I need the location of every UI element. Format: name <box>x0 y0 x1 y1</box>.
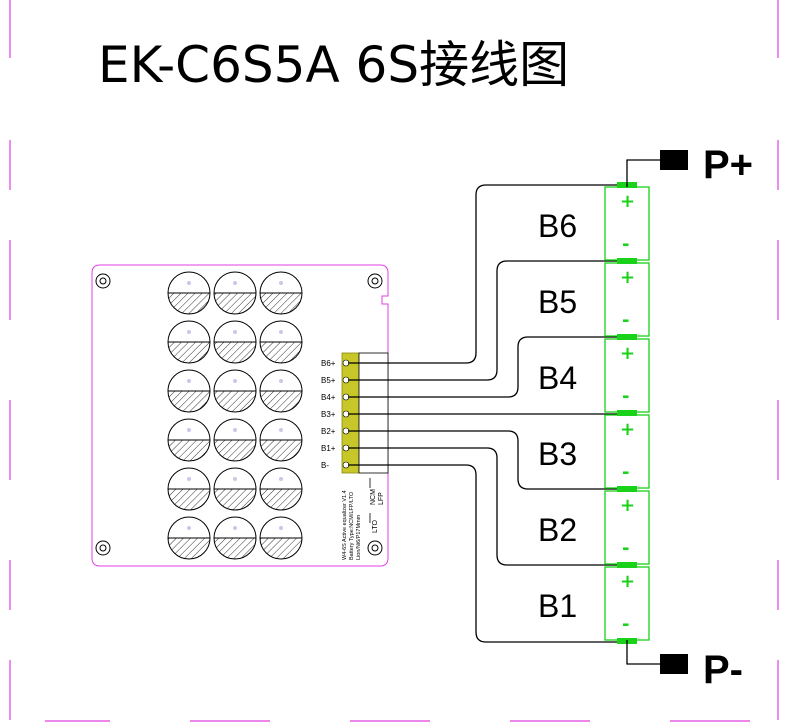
pin-label: B- <box>321 461 329 470</box>
battery-cell-b1: + - B1 <box>538 562 650 641</box>
capacitor <box>167 467 211 511</box>
board-text-line1: W4-6S Active equalizer V1.4 <box>342 490 348 560</box>
cell-plus-sign: + <box>620 571 635 592</box>
battery-cell-b2: + - B2 <box>538 486 650 565</box>
cell-plus-sign: + <box>620 267 635 288</box>
capacitor <box>259 467 303 511</box>
pin-label: B1+ <box>321 444 336 453</box>
cell-minus-sign: - <box>622 234 629 255</box>
capacitor <box>213 369 257 413</box>
battery-cell-b3: + - B3 <box>538 410 650 489</box>
balance-wires <box>348 184 627 643</box>
cell-plus-sign: + <box>620 343 635 364</box>
capacitor <box>213 320 257 364</box>
capacitor <box>213 516 257 560</box>
cell-label: B5 <box>538 284 577 320</box>
cell-minus-sign: - <box>622 386 629 407</box>
type-lto-label: LTO <box>372 519 379 533</box>
cell-plus-sign: + <box>620 419 635 440</box>
capacitor <box>213 467 257 511</box>
pin-b3-plus: B3+ <box>321 410 350 419</box>
cell-label: B4 <box>538 360 577 396</box>
capacitor <box>167 369 211 413</box>
battery-cell-b4: + - B4 <box>538 334 650 413</box>
cell-minus-sign: - <box>622 614 629 635</box>
capacitor <box>213 418 257 462</box>
cell-minus-sign: - <box>622 538 629 559</box>
pin-label: B3+ <box>321 410 336 419</box>
cell-plus-sign: + <box>620 191 635 212</box>
cell-label: B3 <box>538 436 577 472</box>
battery-cell-b6: + - B6 <box>538 182 650 261</box>
capacitor <box>259 418 303 462</box>
capacitor <box>167 271 211 315</box>
pin-label: B4+ <box>321 393 336 402</box>
mounting-holes <box>95 273 383 556</box>
cell-label: B1 <box>538 588 577 624</box>
cell-label: B2 <box>538 512 577 548</box>
pin-connector: B6+ B5+ B4+ B3+ B2+ B1+ B- <box>321 352 389 474</box>
capacitor <box>213 271 257 315</box>
board-outline <box>91 264 389 567</box>
type-ncm-label: NCM <box>370 489 377 505</box>
battery-cells: + - B6 + - B5 + - B4 + - B3 + - B2 + - B1 <box>538 182 650 644</box>
cell-label: B6 <box>538 208 577 244</box>
pin-label: B6+ <box>321 359 336 368</box>
pin-b-minus: B- <box>321 461 350 470</box>
type-lfp-label: LFP <box>378 492 385 505</box>
cell-minus-sign: - <box>622 310 629 331</box>
capacitor <box>167 516 211 560</box>
equalizer-board: B6+ B5+ B4+ B3+ B2+ B1+ B- W4-6S Active equali… <box>91 264 389 567</box>
board-text-line2: Battery Type:NCM/LFP/LTO <box>349 491 355 560</box>
battery-type-markers: NCM LFP LTO <box>369 478 385 533</box>
capacitor <box>167 320 211 364</box>
capacitor-grid <box>167 271 303 560</box>
page-title: EK-C6S5A 6S接线图 <box>98 36 569 94</box>
capacitor <box>259 320 303 364</box>
board-text-line3: Lion/Ni6/P17Mmm <box>356 514 362 560</box>
capacitor <box>259 369 303 413</box>
pack-terminals: P+ P- <box>626 143 753 692</box>
positive-terminal-label: P+ <box>703 143 753 187</box>
frame-marks <box>9 0 779 722</box>
pin-label: B2+ <box>321 427 336 436</box>
pin-label: B5+ <box>321 376 336 385</box>
capacitor <box>259 516 303 560</box>
cell-plus-sign: + <box>620 495 635 516</box>
capacitor <box>167 418 211 462</box>
capacitor <box>259 271 303 315</box>
cell-minus-sign: - <box>622 462 629 483</box>
board-silkscreen: W4-6S Active equalizer V1.4 Battery Type… <box>342 490 362 560</box>
negative-terminal-label: P- <box>703 648 743 692</box>
positive-terminal-block <box>660 150 688 170</box>
negative-terminal-block <box>660 654 688 674</box>
battery-cell-b5: + - B5 <box>538 258 650 337</box>
